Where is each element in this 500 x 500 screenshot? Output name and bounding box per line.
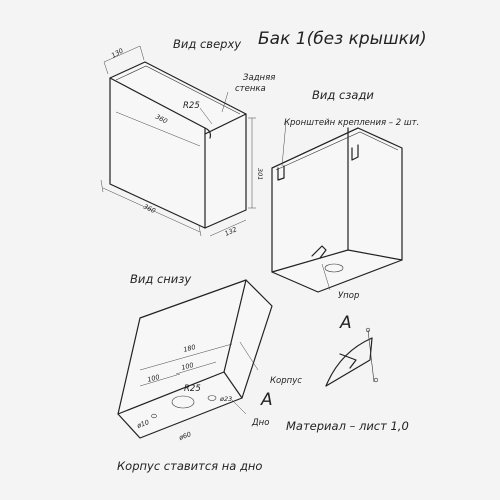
dim-23: ø23 xyxy=(219,395,232,403)
dim-130-line xyxy=(103,45,145,75)
box-back-rim xyxy=(115,65,241,115)
section-axis xyxy=(367,329,375,383)
dim-360a-line xyxy=(115,111,201,147)
box-rim-right xyxy=(204,113,247,135)
section-point-top xyxy=(365,327,371,333)
dim-r25-top: R25 xyxy=(183,101,200,111)
dim-100-a: 100 xyxy=(146,373,160,384)
dim-r25-leader xyxy=(199,107,213,125)
back-box-rim xyxy=(275,131,399,171)
back-view-box xyxy=(271,121,403,293)
body-label: Корпус xyxy=(270,376,302,386)
section-fold xyxy=(339,353,357,369)
bracket-leader xyxy=(281,121,287,167)
dim-100b-line xyxy=(175,361,217,375)
hole-23 xyxy=(207,395,217,401)
dim-132: 132 xyxy=(223,225,238,238)
drawing-title: Бак 1(без крышки) xyxy=(258,29,427,49)
detail-a-marker: A xyxy=(260,390,273,410)
hole-10 xyxy=(151,413,157,419)
dim-r25-bottom: R25 xyxy=(184,384,201,394)
back-wall-label-1: Задняя xyxy=(243,73,275,83)
assembly-note: Корпус ставится на дно xyxy=(117,459,262,473)
material-note: Материал – лист 1,0 xyxy=(286,419,409,433)
hole-60 xyxy=(171,395,195,409)
top-view-box xyxy=(100,45,256,237)
dim-180-line xyxy=(139,343,233,371)
bottom-inner-edge xyxy=(223,279,247,373)
dim-60: ø60 xyxy=(177,430,192,442)
box-outline xyxy=(109,61,247,229)
view-bottom-label: Вид снизу xyxy=(130,272,191,286)
view-top-label: Вид сверху xyxy=(173,37,241,51)
bottom-view-box xyxy=(117,279,273,439)
bracket-label: Кронштейн крепления – 2 шт. xyxy=(284,118,419,128)
stop-leader xyxy=(321,263,331,291)
dim-132-line xyxy=(209,219,247,237)
view-back-label: Вид сзади xyxy=(312,88,374,102)
section-arc xyxy=(325,337,373,387)
drain-hole xyxy=(324,263,344,273)
dim-180: 180 xyxy=(182,343,196,354)
bottom-box-outline xyxy=(117,279,273,439)
bracket-right xyxy=(351,144,359,161)
body-leader xyxy=(239,341,259,371)
section-a-label: A xyxy=(339,313,352,333)
dim-100a-line xyxy=(139,373,181,387)
back-box-top xyxy=(271,127,359,169)
section-profile xyxy=(325,337,373,387)
stop-label: Упор xyxy=(338,291,359,301)
back-box-outline xyxy=(271,127,403,293)
dim-360b-line xyxy=(100,179,202,237)
stop-part xyxy=(311,245,327,259)
dim-301: 301 xyxy=(256,168,264,180)
back-wall-leader xyxy=(221,91,229,113)
dim-130: 130 xyxy=(110,47,125,60)
dim-301-line xyxy=(248,117,256,209)
bottom-part-label: Дно xyxy=(251,418,269,428)
section-point-bottom xyxy=(373,377,379,383)
section-a-detail xyxy=(325,327,379,387)
dim-100-b: 100 xyxy=(180,361,194,372)
bottom-leader xyxy=(231,399,247,415)
bracket-left xyxy=(277,165,285,181)
back-wall-label-2: стенка xyxy=(235,84,266,94)
